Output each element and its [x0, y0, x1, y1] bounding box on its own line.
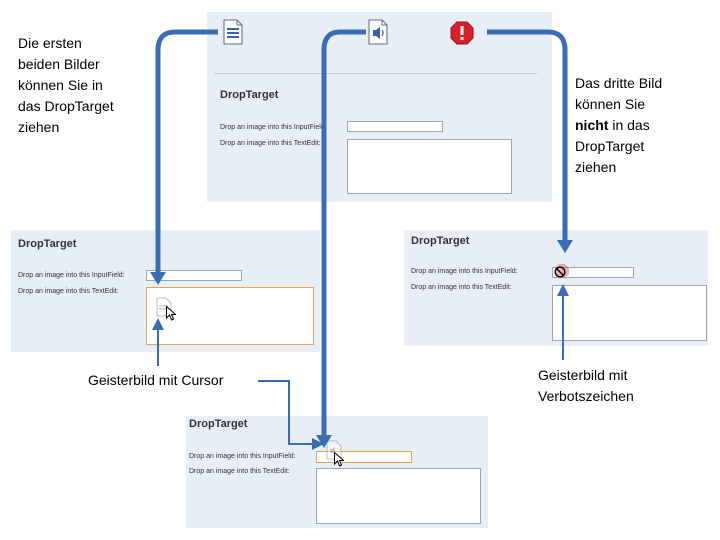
textedit-field[interactable]	[347, 139, 512, 194]
textedit-label: Drop an image into this TextEdit:	[18, 288, 119, 295]
document-icon[interactable]	[222, 19, 244, 45]
input-field-label: Drop an image into this InputField:	[18, 272, 125, 279]
note-top-left: Die ersten beiden Bilder können Sie in d…	[18, 35, 114, 135]
note-ghost-forbidden: Geisterbild mit Verbotszeichen	[538, 367, 634, 404]
panel-divider	[214, 73, 537, 74]
bottom-panel: DropTarget Drop an image into this Input…	[186, 416, 488, 528]
panel-title: DropTarget	[411, 235, 470, 247]
top-panel: DropTarget Drop an image into this Input…	[207, 12, 552, 202]
input-field-label: Drop an image into this InputField:	[411, 268, 518, 275]
forbidden-icon	[554, 265, 566, 278]
input-field[interactable]	[146, 270, 242, 281]
input-field-label: Drop an image into this InputField:	[189, 453, 296, 460]
cursor-icon	[166, 305, 177, 321]
input-field[interactable]	[347, 121, 443, 132]
panel-title: DropTarget	[18, 238, 77, 250]
textedit-label: Drop an image into this TextEdit:	[411, 284, 512, 291]
textedit-field[interactable]	[552, 285, 707, 341]
input-field-label: Drop an image into this InputField:	[220, 124, 327, 131]
audio-file-icon[interactable]	[367, 19, 389, 45]
left-panel: DropTarget Drop an image into this Input…	[11, 230, 320, 352]
textedit-field[interactable]	[316, 468, 481, 524]
right-panel: DropTarget Drop an image into this Input…	[404, 230, 708, 346]
panel-title: DropTarget	[220, 89, 279, 101]
emphasis-nicht: nicht	[575, 117, 609, 133]
error-icon[interactable]	[450, 21, 474, 45]
textedit-field-highlighted[interactable]	[146, 287, 314, 345]
textedit-label: Drop an image into this TextEdit:	[220, 140, 321, 147]
note-top-right: Das dritte Bild können Sie nicht in das …	[575, 75, 663, 175]
panel-title: DropTarget	[189, 418, 248, 430]
input-field[interactable]	[552, 267, 634, 278]
cursor-icon	[334, 451, 345, 467]
note-ghost-cursor: Geisterbild mit Cursor	[88, 372, 224, 388]
textedit-label: Drop an image into this TextEdit:	[189, 468, 290, 475]
